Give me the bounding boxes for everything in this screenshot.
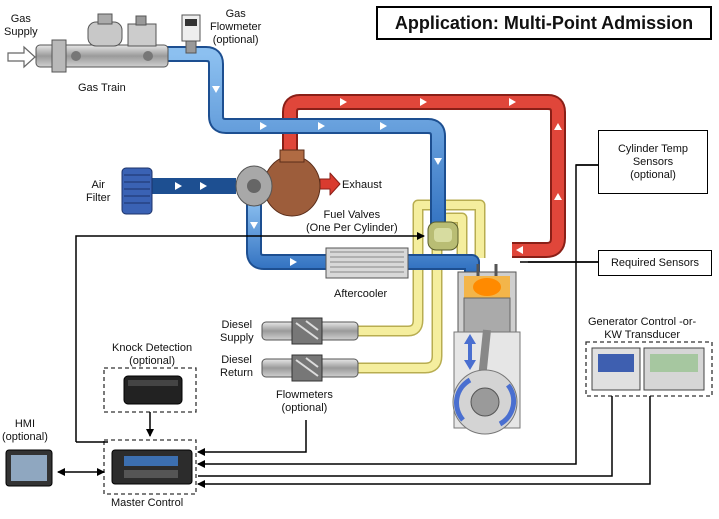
aftercooler-illustration: [325, 247, 409, 279]
exhaust-pipe: [282, 94, 566, 258]
fuel-valve-illustration: [427, 221, 459, 251]
air-filter-label-line2: Filter: [86, 192, 111, 204]
flow-arrows: [175, 86, 562, 266]
gas-flowmeter-label-line3: (optional): [212, 34, 259, 46]
generator-control-label-line2: KW Transducer: [604, 329, 681, 341]
knock-detection-label-line2: (optional): [129, 355, 175, 367]
hmi-label: HMI (optional): [2, 418, 48, 444]
turbocharger-illustration: [235, 149, 321, 217]
diesel-flowmeter-supply: [261, 317, 359, 345]
generator-control-label-line1: Generator Control -or-: [588, 316, 697, 328]
knock-detection-device: [123, 375, 183, 405]
knock-detection-label-line1: Knock Detection: [112, 342, 193, 354]
cylinder-temp-line2: Sensors: [632, 155, 674, 168]
master-control-group: [103, 439, 197, 495]
knock-detection-label: Knock Detection (optional): [112, 342, 192, 368]
generator-control-device: [591, 347, 705, 391]
gas-flowmeter-label: Gas Flowmeter (optional): [210, 8, 261, 47]
cylinder-temp-line3: (optional): [630, 168, 676, 181]
gas-supply-label-line1: Gas: [10, 13, 31, 25]
required-sensors-text: Required Sensors: [610, 256, 700, 269]
generator-control-group: [585, 341, 713, 397]
hmi-label-line1: HMI: [14, 418, 36, 430]
aftercooler-label: Aftercooler: [334, 288, 388, 300]
gas-pipes: [150, 46, 480, 272]
title-box: Application: Multi-Point Admission: [376, 6, 712, 40]
fuel-valves-label-line2: (One Per Cylinder): [306, 222, 398, 234]
gas-train-label: Gas Train: [78, 82, 126, 94]
flowmeters-label-line2: (optional): [281, 402, 328, 414]
cylinder-temp-sensors-box: Cylinder Temp Sensors (optional): [598, 130, 708, 194]
diesel-supply-label-line2: Supply: [220, 332, 254, 344]
flowmeters-label-line1: Flowmeters: [276, 389, 333, 401]
gas-flowmeter-illustration: [181, 14, 201, 54]
cylinder-temp-line1: Cylinder Temp: [617, 142, 689, 155]
fuel-valves-label-line1: Fuel Valves: [323, 209, 381, 221]
master-control-device: [111, 449, 193, 485]
gas-flowmeter-label-line2: Flowmeter: [210, 21, 262, 33]
hmi-label-line2: (optional): [2, 431, 48, 443]
gas-supply-arrow: [7, 45, 36, 69]
exhaust-label: Exhaust: [342, 179, 382, 191]
diesel-flowmeter-return: [261, 354, 359, 382]
diesel-supply-label: Diesel Supply: [220, 319, 254, 345]
gas-supply-label-line2: Supply: [4, 26, 38, 38]
flowmeters-label: Flowmeters (optional): [276, 389, 333, 415]
fuel-valves-label: Fuel Valves (One Per Cylinder): [306, 209, 398, 235]
hmi-device: [5, 449, 53, 487]
gas-supply-label: Gas Supply: [4, 13, 38, 39]
title-text: Application: Multi-Point Admission: [394, 12, 694, 33]
air-filter-label: Air Filter: [86, 179, 110, 205]
master-control-label: Master Control: [111, 497, 184, 509]
gas-flowmeter-label-line1: Gas: [225, 8, 246, 20]
diesel-return-label-line2: Return: [220, 367, 254, 379]
engine-cylinder-illustration: [452, 264, 521, 435]
generator-control-label: Generator Control -or- KW Transducer: [588, 316, 696, 342]
air-filter-label-line1: Air: [91, 179, 105, 191]
air-filter-illustration: [121, 167, 153, 215]
required-sensors-box: Required Sensors: [598, 250, 712, 276]
diesel-supply-label-line1: Diesel: [221, 319, 253, 331]
diesel-return-label-line1: Diesel: [221, 354, 252, 366]
gas-train-illustration: [35, 13, 169, 73]
diesel-return-label: Diesel Return: [220, 354, 253, 380]
